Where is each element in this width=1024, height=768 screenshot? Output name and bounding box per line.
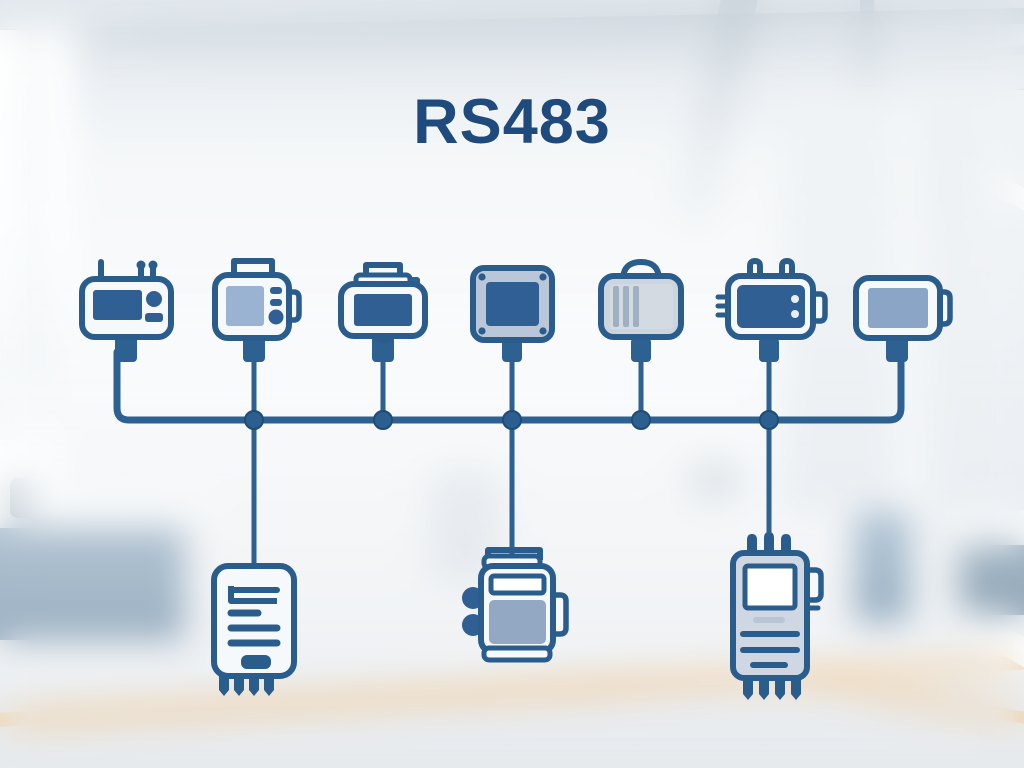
device-screen bbox=[354, 294, 412, 326]
device-5-gray-module-with-handle[interactable] bbox=[598, 258, 684, 340]
device-screen bbox=[486, 282, 539, 326]
button-icon bbox=[145, 313, 163, 322]
indicator-bar-icon bbox=[613, 286, 619, 327]
antenna-tip-icon bbox=[148, 260, 158, 270]
device-8-din-rail-terminal-module[interactable] bbox=[211, 563, 297, 696]
screw-icon bbox=[478, 327, 486, 335]
bus-trunk bbox=[113, 348, 905, 424]
junction-nodes bbox=[244, 410, 779, 430]
device-screen bbox=[737, 285, 805, 328]
device-screen bbox=[742, 563, 798, 611]
indicator-icon bbox=[241, 655, 271, 669]
indicator-bar-icon bbox=[633, 286, 639, 327]
connector-plug bbox=[759, 338, 779, 362]
device-screen bbox=[489, 600, 546, 644]
device-6-io-module-with-antennas[interactable] bbox=[715, 257, 828, 340]
connector-plug bbox=[502, 340, 522, 362]
connector-plug bbox=[372, 336, 394, 362]
screw-icon bbox=[539, 273, 547, 281]
button-icon bbox=[270, 299, 282, 306]
page-title: RS483 bbox=[413, 87, 611, 157]
antenna-tip-icon bbox=[136, 260, 146, 270]
device-2-portable-meter-with-handle[interactable] bbox=[212, 258, 302, 341]
bottom-bar bbox=[481, 645, 553, 663]
device-screen bbox=[93, 290, 142, 320]
base-pin-icon bbox=[775, 676, 785, 700]
label-strip bbox=[753, 617, 785, 623]
drop-lines-up bbox=[251, 352, 772, 420]
base-pin-icon bbox=[759, 676, 769, 700]
knob-icon bbox=[146, 291, 162, 307]
junction-node-2 bbox=[373, 410, 393, 430]
knob-icon bbox=[268, 309, 284, 325]
device-9-field-device-with-handle[interactable] bbox=[462, 547, 569, 663]
screw-icon bbox=[478, 273, 486, 281]
label-strip bbox=[488, 573, 547, 596]
device-10-rtu-module-with-pins[interactable] bbox=[730, 532, 824, 700]
junction-node-1 bbox=[244, 410, 264, 430]
indicator-light-icon bbox=[791, 310, 799, 318]
indicator-light-icon bbox=[791, 295, 799, 303]
device-panel bbox=[610, 284, 673, 329]
junction-node-3 bbox=[502, 410, 522, 430]
connector-plug bbox=[243, 336, 265, 362]
drop-lines-down bbox=[251, 420, 772, 566]
indicator-bar-icon bbox=[623, 286, 629, 327]
screw-icon bbox=[539, 327, 547, 335]
device-4-panel-display-four-screws[interactable] bbox=[470, 265, 555, 343]
junction-node-4 bbox=[631, 410, 651, 430]
device-1-controller-with-antennas[interactable] bbox=[79, 259, 174, 340]
junction-node-5 bbox=[759, 410, 779, 430]
device-7-hmi-panel-side-tab[interactable] bbox=[853, 275, 953, 341]
device-screen bbox=[868, 288, 928, 328]
button-icon bbox=[270, 287, 282, 294]
connector-plug bbox=[631, 338, 651, 362]
device-screen bbox=[226, 286, 264, 326]
device-3-display-module-with-handle[interactable] bbox=[338, 262, 428, 344]
base-pin-icon bbox=[743, 676, 753, 700]
base-pin-icon bbox=[791, 676, 801, 700]
